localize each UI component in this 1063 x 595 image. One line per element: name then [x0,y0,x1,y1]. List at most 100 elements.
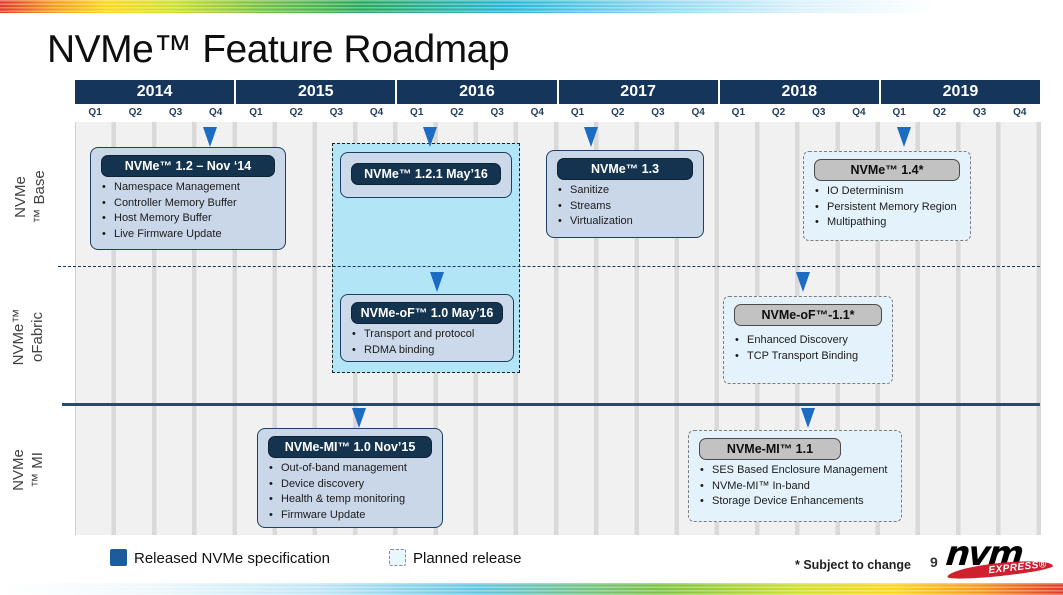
box-nvme-mi-1-0: NVMe-MI™ 1.0 Nov’15 Out-of-band manageme… [257,428,443,528]
year-label: 2016 [397,80,557,104]
quarter-label: Q3 [490,107,504,118]
box-nvme-1-2-1-header: NVMe™ 1.2.1 May’16 [351,163,501,185]
quarter-label: Q2 [771,107,786,118]
box-nvme-1-3: NVMe™ 1.3 SanitizeStreamsVirtualization [546,150,704,238]
row-label-line: NVMe [12,176,29,218]
quarter-label: Q1 [731,107,746,118]
feature-bullet: Sanitize [557,183,699,199]
release-arrow-nvme-mi-1-1 [801,408,815,428]
release-arrow-nvme-1-2 [203,127,217,147]
legend-planned-swatch [389,549,406,566]
quarter-label: Q2 [611,107,625,118]
box-nvme-1-2-header: NVMe™ 1.2 – Nov ‘14 [101,155,275,177]
row-divider-fabric-mi [62,403,1040,406]
release-arrow-nvme-1-3 [584,127,598,147]
feature-bullet: Health & temp monitoring [268,492,438,508]
year-label: 2018 [719,80,879,104]
quarter-label: Q3 [329,107,343,118]
legend-released-label: Released NVMe specification [134,550,330,567]
feature-bullet: NVMe-MI™ In-band [699,479,897,495]
quarter-label: Q4 [691,107,705,118]
box-nvme-1-4-bullets: IO DeterminismPersistent Memory RegionMu… [814,184,966,231]
quarter-label: Q2 [932,107,947,118]
box-nvme-of-1-0: NVMe-oF™ 1.0 May’16 Transport and protoc… [340,294,514,362]
quarter-label: Q4 [530,107,544,118]
row-label-nvme-ofabric: NVMe™ oFabric [10,262,50,412]
legend-released-swatch [110,549,127,566]
quarter-label: Q1 [410,107,424,118]
nvm-express-logo: nvm EXPRESS® [944,534,1058,584]
decorative-top-banner [0,0,1063,13]
feature-bullet: Virtualization [557,214,699,230]
feature-bullet: Persistent Memory Region [814,200,966,216]
feature-bullet: Storage Device Enhancements [699,494,897,510]
feature-bullet: Live Firmware Update [101,227,281,243]
quarter-label: Q3 [651,107,665,118]
box-nvme-1-3-bullets: SanitizeStreamsVirtualization [557,183,699,230]
release-arrow-nvme-1-2-1 [423,127,437,147]
box-nvme-1-4-header: NVMe™ 1.4* [814,159,960,181]
page-title: NVMe™ Feature Roadmap [47,28,510,71]
feature-bullet: TCP Transport Binding [734,349,888,365]
box-nvme-mi-1-1-bullets: SES Based Enclosure ManagementNVMe-MI™ I… [699,463,897,510]
row-label-line: ™ MI [28,452,46,488]
subject-to-change-note: * Subject to change [795,558,911,572]
quarter-label: Q1 [88,107,102,118]
feature-bullet: RDMA binding [351,343,509,359]
feature-bullet: Namespace Management [101,180,281,196]
feature-bullet: IO Determinism [814,184,966,200]
quarter-label: Q2 [450,107,464,118]
release-arrow-nvme-1-4 [897,127,911,147]
quarter-label: Q1 [249,107,263,118]
release-arrow-nvme-of-1-0 [430,272,444,292]
year-label: 2015 [236,80,396,104]
quarter-label: Q4 [1013,107,1027,118]
quarter-label: Q1 [892,107,906,118]
row-label-line: ™ Base [30,170,48,224]
row-label-nvme-base: NVMe ™ Base [12,122,52,272]
quarter-label: Q3 [812,107,826,118]
box-nvme-mi-1-1: NVMe-MI™ 1.1 SES Based Enclosure Managem… [688,430,902,522]
quarter-label: Q2 [128,107,142,118]
box-nvme-of-1-0-header: NVMe-oF™ 1.0 May’16 [351,302,503,324]
feature-bullet: SES Based Enclosure Management [699,463,897,479]
feature-bullet: Firmware Update [268,508,438,524]
release-arrow-nvme-of-1-1 [796,272,810,292]
box-nvme-of-1-1: NVMe-oF™-1.1* Enhanced DiscoveryTCP Tran… [723,296,893,384]
row-divider-base-fabric [58,266,1040,267]
row-label-line: NVMe™ [10,308,27,366]
quarter-label: Q3 [168,107,183,118]
box-nvme-of-1-0-bullets: Transport and protocolRDMA binding [351,327,509,358]
row-label-line: oFabric [28,311,46,363]
year-label: 2014 [75,80,235,104]
feature-bullet: Out-of-band management [268,461,438,477]
box-nvme-mi-1-1-header: NVMe-MI™ 1.1 [699,438,841,460]
feature-bullet: Transport and protocol [351,327,509,343]
quarter-label: Q4 [852,107,866,118]
quarter-label: Q2 [289,107,303,118]
quarter-label: Q4 [369,107,384,118]
row-label-line: NVMe [10,449,27,491]
feature-bullet: Multipathing [814,215,966,231]
decorative-bottom-banner [0,583,1063,595]
legend-planned-label: Planned release [413,550,522,567]
feature-bullet: Device discovery [268,477,438,493]
row-label-nvme-mi: NVMe ™ MI [10,395,50,545]
box-nvme-of-1-1-header: NVMe-oF™-1.1* [734,304,882,326]
feature-bullet: Host Memory Buffer [101,211,281,227]
box-nvme-1-2: NVMe™ 1.2 – Nov ‘14 Namespace Management… [90,147,286,250]
box-nvme-mi-1-0-bullets: Out-of-band managementDevice discoveryHe… [268,461,438,523]
box-nvme-1-3-header: NVMe™ 1.3 [557,158,693,180]
box-nvme-1-4: NVMe™ 1.4* IO DeterminismPersistent Memo… [803,151,971,241]
box-nvme-mi-1-0-header: NVMe-MI™ 1.0 Nov’15 [268,436,432,458]
year-label: 2017 [558,80,718,104]
box-nvme-of-1-1-bullets: Enhanced DiscoveryTCP Transport Binding [734,333,888,364]
feature-bullet: Controller Memory Buffer [101,196,281,212]
year-label: 2019 [880,80,1041,104]
page-number: 9 [930,554,938,570]
quarter-header-row: Q1 Q2 Q3 Q4 Q1 Q2 Q3 Q4 Q1 Q2 Q3 Q4 Q1 Q2 Q3 Q4 Q1 Q2 Q3 Q4… [75,104,1040,122]
feature-bullet: Streams [557,199,699,215]
quarter-label: Q3 [972,107,987,118]
